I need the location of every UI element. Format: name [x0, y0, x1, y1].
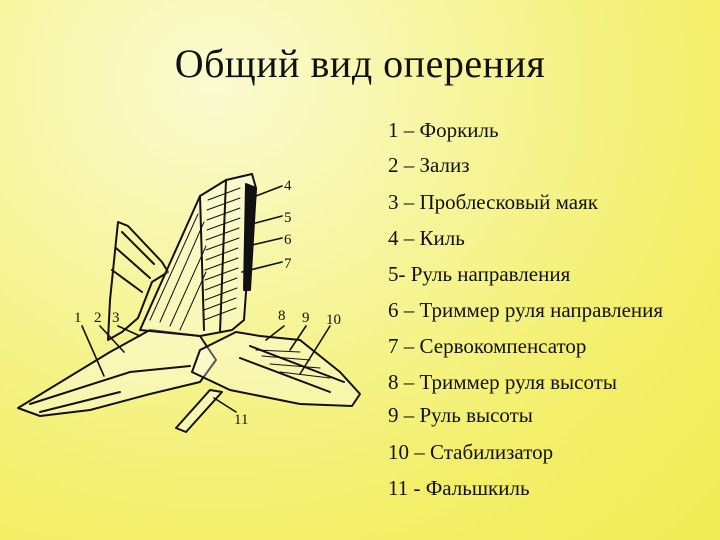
- callout-8: 8: [278, 308, 286, 324]
- slide-title: Общий вид оперения: [174, 41, 546, 86]
- callout-3: 3: [112, 310, 120, 326]
- callout-6: 6: [284, 232, 292, 248]
- legend-item: 8 – Триммер руля высоты: [388, 370, 617, 394]
- callout-9: 9: [302, 310, 310, 326]
- legend-item: 2 – Зализ: [388, 153, 470, 177]
- callout-11: 11: [234, 412, 248, 428]
- left-stabilizer: [107, 221, 169, 341]
- legend-item: 9 – Руль высоты: [388, 403, 533, 427]
- legend-item: 4 – Киль: [388, 226, 465, 250]
- legend-item: 10 – Стабилизатор: [388, 440, 554, 464]
- callout-4: 4: [284, 178, 292, 194]
- legend-item: 11 - Фальшкиль: [388, 476, 530, 500]
- callout-2: 2: [94, 310, 102, 326]
- legend-item: 1 – Форкиль: [388, 118, 499, 142]
- callout-5: 5: [284, 210, 292, 226]
- ventral-fin: [175, 389, 223, 433]
- callout-7: 7: [284, 256, 292, 272]
- fuselage-tail: [17, 329, 217, 417]
- legend-item: 3 – Проблесковый маяк: [388, 190, 598, 214]
- callout-1: 1: [74, 310, 82, 326]
- legend-item: 6 – Триммер руля направления: [388, 298, 664, 322]
- callout-10: 10: [326, 312, 341, 328]
- legend-item: 5- Руль направления: [388, 262, 571, 286]
- legend-item: 7 – Сервокомпенсатор: [388, 334, 587, 358]
